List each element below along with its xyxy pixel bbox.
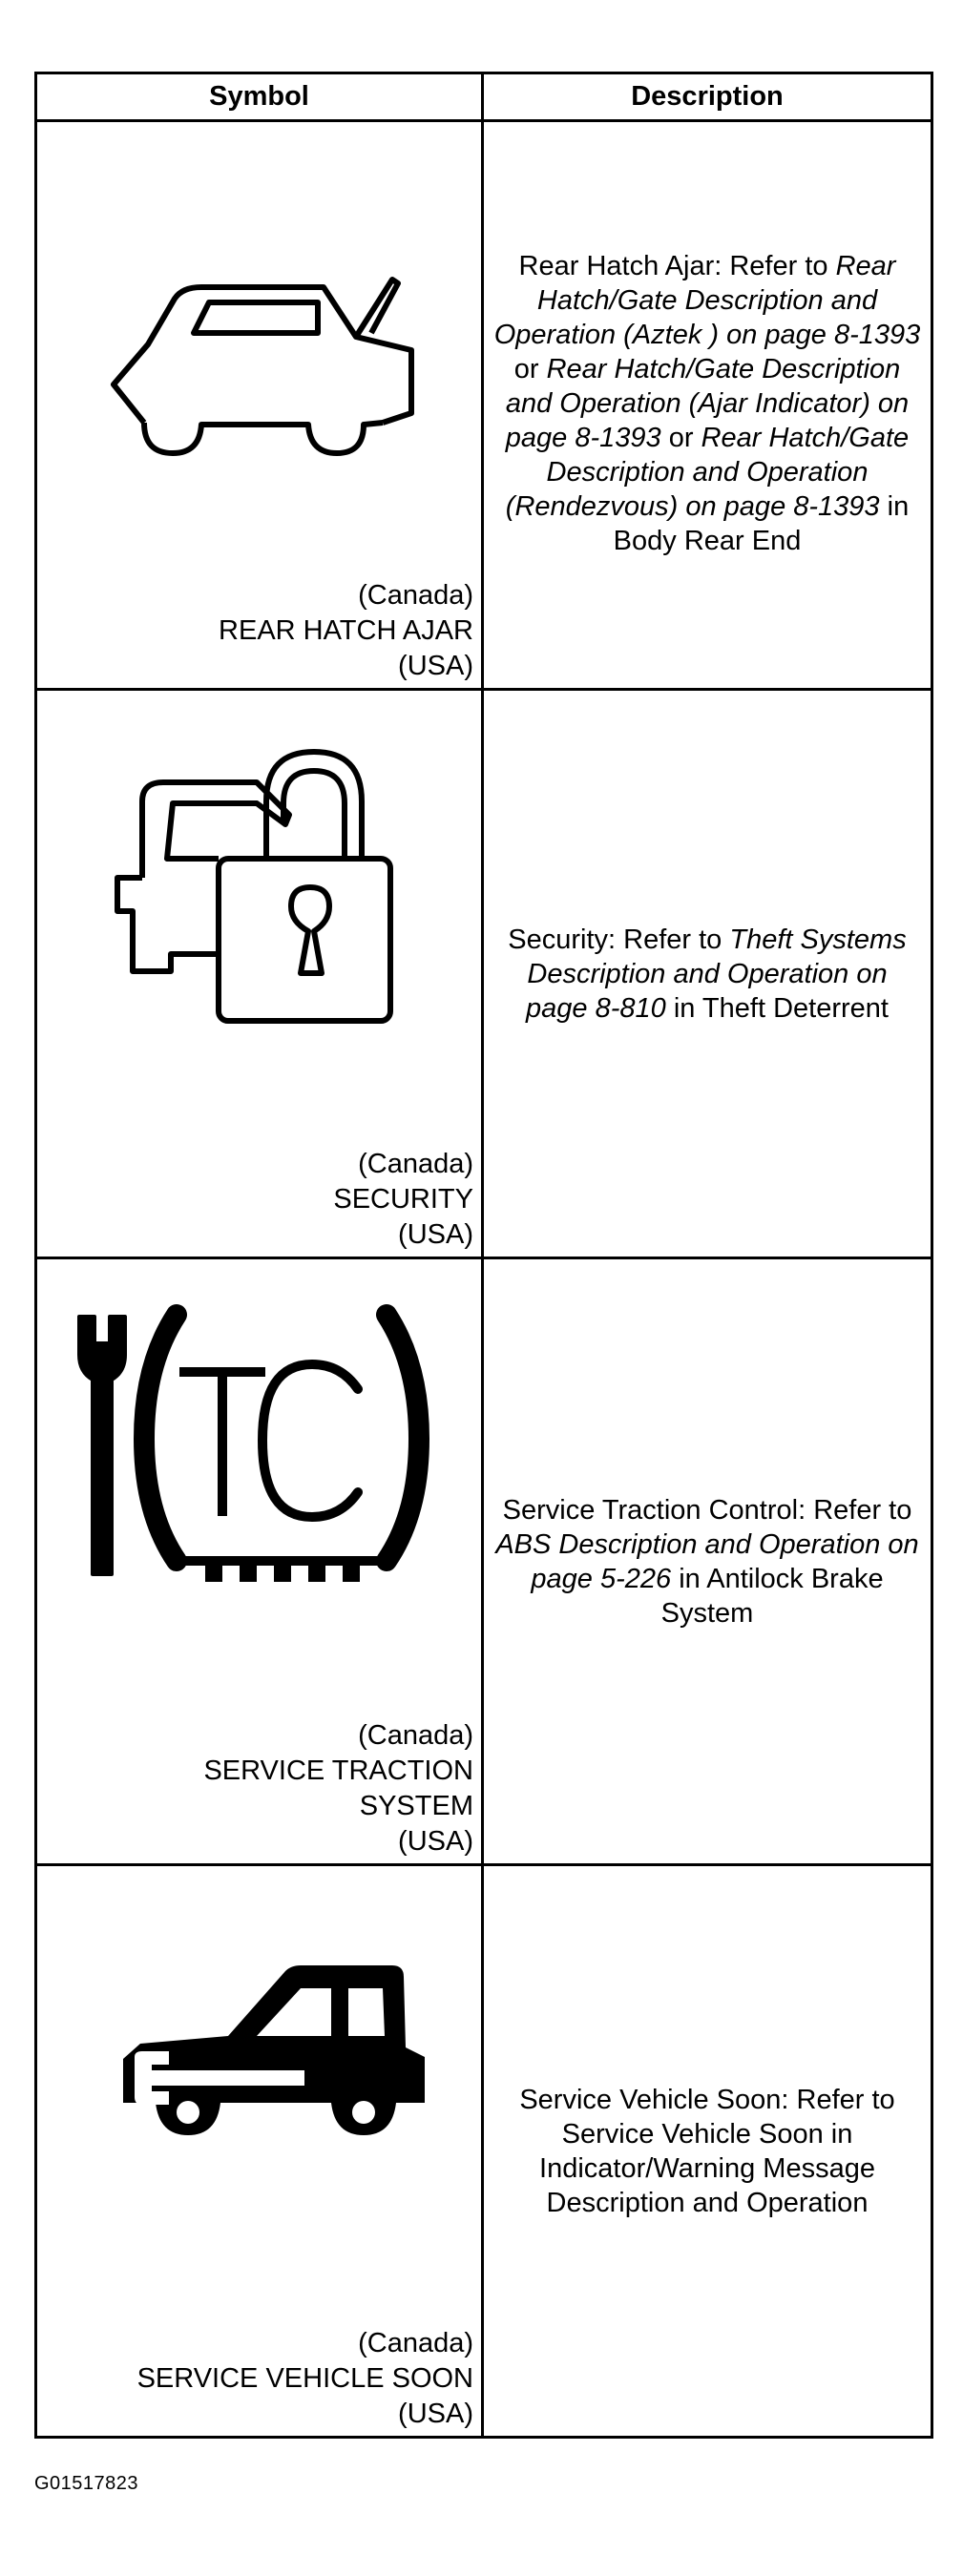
figure-code: G01517823 (34, 2473, 139, 2494)
table-header: Symbol Description (37, 74, 931, 122)
description-text: Security: Refer to Theft Systems Descrip… (493, 923, 921, 1026)
symbol-labels: (Canada) SECURITY (USA) (333, 1147, 473, 1253)
symbol-labels: (Canada) SERVICE VEHICLE SOON (USA) (137, 2326, 473, 2432)
symbol-cell: (Canada) REAR HATCH AJAR (USA) (37, 122, 484, 688)
header-description: Description (631, 81, 784, 112)
symbol-labels: (Canada) REAR HATCH AJAR (USA) (219, 578, 473, 684)
description-text: Service Traction Control: Refer to ABS D… (493, 1493, 921, 1631)
label-canada: (Canada) (358, 580, 473, 611)
description-reference: Rear Hatch/Gate Description and Operatio… (505, 422, 910, 522)
description-text: Service Vehicle Soon: Refer to Service V… (493, 2083, 921, 2220)
label-symbol-name: SERVICE VEHICLE SOON (136, 2363, 473, 2394)
label-usa: (USA) (398, 1826, 473, 1857)
label-canada: (Canada) (358, 2328, 473, 2358)
description-reference: ABS Description and Operation on page 5-… (495, 1528, 919, 1594)
service-traction-control-icon (77, 1304, 430, 1582)
description-run: in Body Rear End (613, 490, 910, 556)
table-row: (Canada) REAR HATCH AJAR (USA) Rear Hatc… (37, 122, 931, 691)
header-symbol: Symbol (37, 74, 484, 119)
label-canada: (Canada) (358, 1720, 473, 1751)
description-run: Service Vehicle Soon: Refer to Service V… (519, 2084, 895, 2218)
description-run: in Theft Deterrent (665, 992, 889, 1024)
description-cell: Service Vehicle Soon: Refer to Service V… (484, 1866, 931, 2436)
description-run: Security: Refer to (508, 924, 730, 955)
rear-hatch-ajar-icon (111, 277, 414, 456)
description-run: or (660, 422, 701, 453)
symbol-labels: (Canada) SERVICE TRACTION SYSTEM (USA) (203, 1718, 473, 1859)
description-cell: Security: Refer to Theft Systems Descrip… (484, 691, 931, 1257)
description-run: or (513, 353, 547, 384)
description-reference: Theft Systems Description and Operation … (526, 924, 907, 1024)
description-reference: Rear Hatch/Gate Description and Operatio… (505, 353, 910, 453)
symbol-cell: (Canada) SERVICE VEHICLE SOON (USA) (37, 1866, 484, 2436)
label-symbol-name: REAR HATCH AJAR (219, 615, 473, 646)
label-usa: (USA) (398, 1219, 473, 1250)
table-row: (Canada) SECURITY (USA) Security: Refer … (37, 691, 931, 1259)
description-reference: Rear Hatch/Gate Description and Operatio… (493, 250, 921, 350)
description-run: Service Traction Control: Refer to (502, 1494, 912, 1526)
service-vehicle-soon-icon (123, 1965, 425, 2135)
table-row: (Canada) SERVICE TRACTION SYSTEM (USA) S… (37, 1259, 931, 1866)
label-usa: (USA) (398, 651, 473, 681)
description-text: Rear Hatch Ajar: Refer to Rear Hatch/Gat… (493, 249, 921, 558)
label-canada: (Canada) (358, 1149, 473, 1179)
label-symbol-name: SERVICE TRACTION SYSTEM (203, 1755, 473, 1821)
description-run: Rear Hatch Ajar: Refer to (518, 250, 836, 281)
symbol-cell: (Canada) SERVICE TRACTION SYSTEM (USA) (37, 1259, 484, 1863)
label-symbol-name: SECURITY (333, 1184, 473, 1215)
description-cell: Service Traction Control: Refer to ABS D… (484, 1259, 931, 1863)
description-run: in Antilock Brake System (660, 1563, 884, 1629)
label-usa: (USA) (398, 2399, 473, 2429)
description-cell: Rear Hatch Ajar: Refer to Rear Hatch/Gat… (484, 122, 931, 688)
security-lock-icon (115, 749, 393, 1024)
symbol-cell: (Canada) SECURITY (USA) (37, 691, 484, 1257)
table-row: (Canada) SERVICE VEHICLE SOON (USA) Serv… (37, 1866, 931, 2436)
symbol-description-table: Symbol Description (Canada) REAR HATCH A… (34, 72, 933, 2439)
